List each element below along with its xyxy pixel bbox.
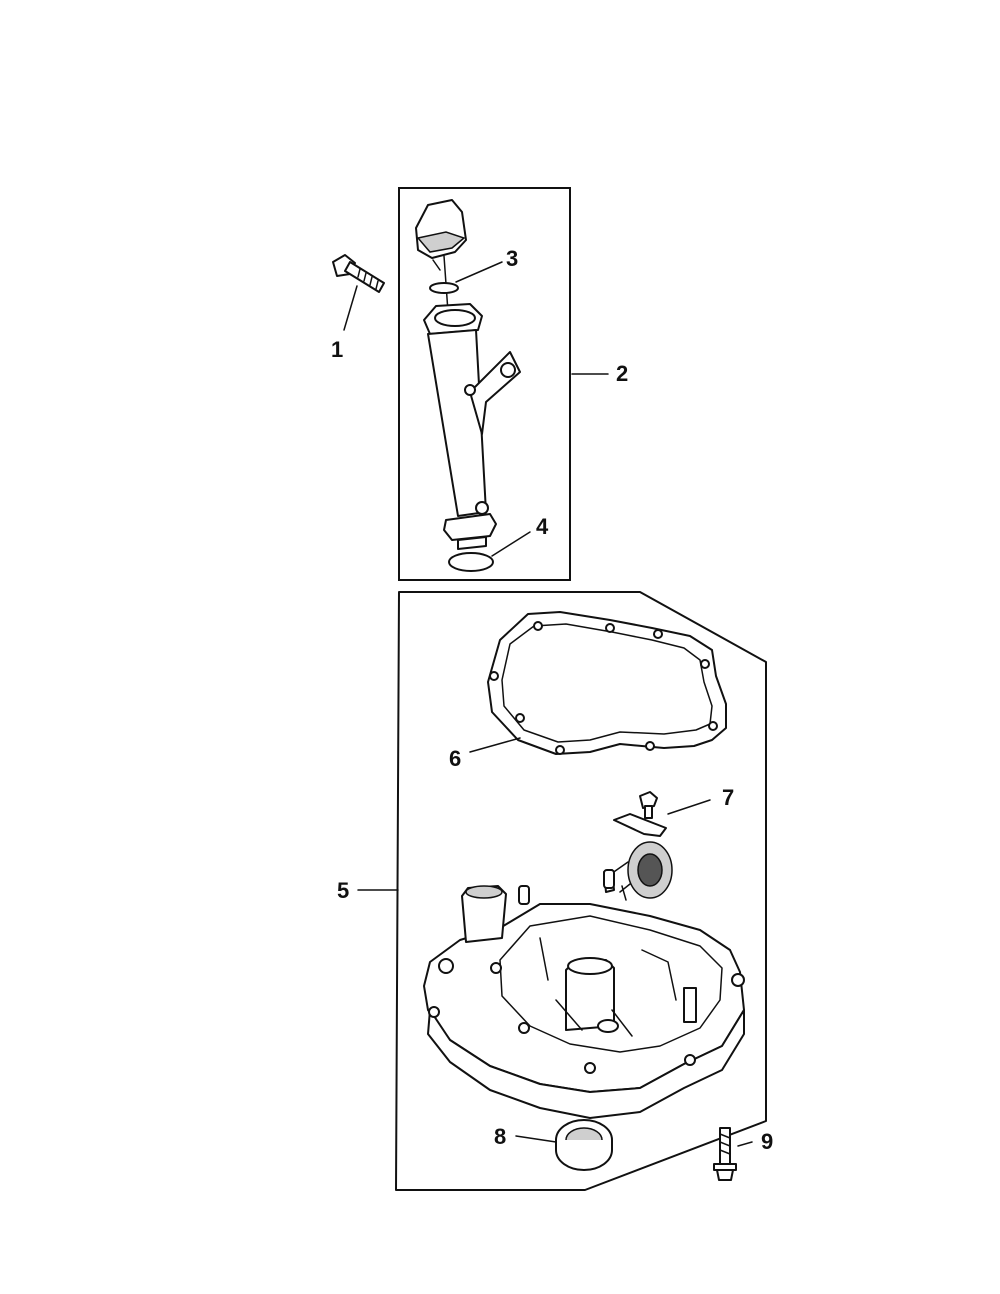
- part-2-dipstick-tube[interactable]: [415, 199, 521, 550]
- leader-line-1: [343, 285, 358, 331]
- part-8-oil-seal[interactable]: [555, 1119, 613, 1171]
- assembly-box-5: [395, 591, 767, 1191]
- callout-5: 5: [337, 878, 349, 903]
- part-6-gasket[interactable]: [487, 611, 727, 755]
- callout-3: 3: [506, 246, 518, 271]
- callout-1: 1: [331, 337, 343, 362]
- assembly-box-2: [398, 187, 571, 581]
- callout-2: 2: [616, 361, 628, 386]
- part-3-o-ring[interactable]: [429, 282, 459, 294]
- part-7-governor[interactable]: [603, 791, 673, 901]
- callout-6: 6: [449, 746, 461, 771]
- part-1-bolt[interactable]: [332, 254, 385, 293]
- callout-4: 4: [536, 514, 549, 539]
- part-5-crankcase-cover[interactable]: [423, 869, 745, 1119]
- leader-line-6: [469, 737, 521, 753]
- callout-8: 8: [494, 1124, 506, 1149]
- callout-7: 7: [722, 785, 734, 810]
- leader-line-9: [737, 1141, 753, 1147]
- part-9-bolt[interactable]: [713, 1127, 737, 1181]
- part-4-o-ring[interactable]: [448, 552, 494, 572]
- leader-line-4: [491, 531, 531, 557]
- leader-line-7: [667, 799, 711, 815]
- leader-line-8: [515, 1135, 557, 1143]
- leader-line-3: [455, 261, 503, 283]
- callout-9: 9: [761, 1129, 773, 1154]
